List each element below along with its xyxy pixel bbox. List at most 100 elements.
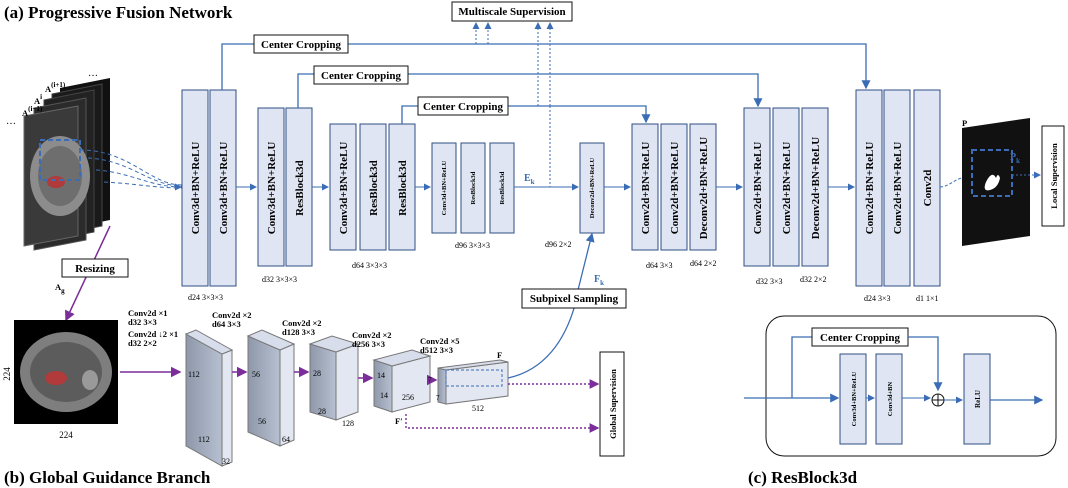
global-slab-3 — [308, 335, 360, 421]
slice-label-prev: A(i−1) — [22, 105, 43, 118]
g1b: d32 3×3 — [128, 317, 157, 327]
block-conv3d-1a: Conv3d+BN+ReLU — [190, 142, 202, 235]
ek-label: Ek — [524, 173, 535, 186]
local-supervision-label: Local Supervision — [1049, 143, 1059, 209]
skip-connections — [221, 43, 871, 124]
block-conv2d-d3a: Conv2d+BN+ReLU — [864, 142, 876, 235]
block-resblock-3a: ResBlock3d — [368, 160, 380, 216]
prediction-map — [962, 118, 1030, 246]
dim-d32-2: d32 2×2 — [800, 275, 827, 284]
center-cropping-2-label: Center Cropping — [321, 70, 401, 82]
slice-label-current: Ai — [34, 93, 42, 106]
panel-c-title: (c) ResBlock3d — [748, 468, 858, 487]
resblock-b3-label: ReLU — [974, 390, 982, 408]
c4-d: 256 — [402, 393, 414, 402]
block-conv3d-1b: Conv3d+BN+ReLU — [218, 142, 230, 235]
block-resblock-2: ResBlock3d — [294, 160, 306, 216]
block-deconv-d1: Deconv2d+BN+ReLU — [698, 137, 710, 239]
block-conv3d-3: Conv3d+BN+ReLU — [338, 142, 350, 235]
resblock-cc-label: Center Cropping — [820, 332, 900, 344]
encoder-stage-3: Conv3d+BN+ReLU ResBlock3d ResBlock3d d64… — [329, 123, 416, 270]
multiscale-supervision-box — [451, 1, 573, 22]
fk-label: Fk — [594, 274, 604, 287]
block-conv2d-d1a: Conv2d+BN+ReLU — [640, 142, 652, 235]
block-conv3d-4: Conv3d+BN+ReLU — [441, 160, 448, 215]
c2-d: 64 — [282, 435, 290, 444]
block-resblock-4a: ResBlock3d — [470, 171, 477, 204]
center-cropping-3-label: Center Cropping — [423, 101, 503, 113]
g2a: Conv2d ×2 — [212, 310, 252, 320]
dim-d1: d1 1×1 — [916, 294, 939, 303]
c1-d: 32 — [222, 457, 230, 466]
global-slab-4 — [372, 349, 432, 413]
g4a: Conv2d ×2 — [352, 330, 392, 340]
center-cropping-3 — [417, 96, 509, 116]
local-supervision-box — [1041, 125, 1065, 227]
global-supervision-label: Global Supervision — [608, 369, 618, 439]
encoder-stage-1: Conv3d+BN+ReLU Conv3d+BN+ReLU d24 3×3×3 — [181, 89, 237, 302]
dim-d32: d32 3×3×3 — [262, 275, 297, 284]
block-conv2d-d2a: Conv2d+BN+ReLU — [752, 142, 764, 235]
center-cropping-1-label: Center Cropping — [261, 39, 341, 51]
resblock-b1-label: Conv3d+BN+ReLU — [851, 371, 858, 426]
ellipsis-top: … — [6, 116, 16, 127]
resblock-b2-label: Conv3d+BN — [887, 381, 894, 416]
block-deconv-1: Deconv2d+BN+ReLU — [589, 157, 596, 218]
c1-h: 112 — [188, 370, 200, 379]
g4b: d256 3×3 — [352, 339, 385, 349]
g1d: d32 2×2 — [128, 338, 157, 348]
panel-b-title: (b) Global Guidance Branch — [4, 468, 211, 487]
c5-w: 7 — [436, 394, 440, 402]
c3-w: 28 — [318, 407, 326, 416]
p-label: P — [962, 118, 967, 128]
F-label: F — [497, 350, 502, 360]
dim-d64-2: d64 2×2 — [690, 259, 717, 268]
block-deconv-d2: Deconv2d+BN+ReLU — [810, 137, 822, 239]
block-conv2d-d2b: Conv2d+BN+ReLU — [781, 142, 793, 235]
dim-d64: d64 3×3×3 — [352, 261, 387, 270]
c3-h: 28 — [313, 369, 321, 378]
center-cropping-2 — [313, 65, 409, 85]
c5-d: 512 — [472, 404, 484, 413]
decoder-stage-2: Conv2d+BN+ReLU Conv2d+BN+ReLU Deconv2d+B… — [743, 107, 829, 286]
slice-label-next: A(i+1) — [45, 81, 66, 94]
global-slab-1 — [184, 329, 234, 467]
multiscale-supervision-label: Multiscale Supervision — [458, 6, 565, 18]
resizing-label: Resizing — [75, 263, 115, 275]
block-conv2d-d3b: Conv2d+BN+ReLU — [892, 142, 904, 235]
img-size-h: 224 — [2, 367, 12, 381]
block-conv3d-2: Conv3d+BN+ReLU — [266, 142, 278, 235]
img-size-w: 224 — [59, 430, 73, 440]
resblock-block-3 — [963, 353, 991, 445]
subpixel-sampling-label: Subpixel Sampling — [530, 293, 619, 305]
resizing-box — [61, 258, 129, 278]
encoder-stage-2: Conv3d+BN+ReLU ResBlock3d d32 3×3×3 — [257, 107, 313, 284]
block-conv2d-out: Conv2d — [922, 170, 934, 207]
resblock-block-2 — [875, 353, 903, 445]
global-slab-2 — [246, 329, 296, 447]
block-resblock-3b: ResBlock3d — [397, 160, 409, 216]
Fprime-label: F′ — [395, 416, 403, 426]
subpixel-sampling-box — [521, 288, 627, 309]
c4-w: 14 — [380, 391, 388, 400]
global-supervision-box — [599, 351, 625, 457]
g5b: d512 3×3 — [420, 345, 453, 355]
decoder-stage-1: Conv2d+BN+ReLU Conv2d+BN+ReLU Deconv2d+B… — [631, 123, 717, 270]
ag-label: Ag — [55, 282, 65, 295]
block-conv2d-d1b: Conv2d+BN+ReLU — [669, 142, 681, 235]
encoder-stage-4: Conv3d+BN+ReLU ResBlock3d ResBlock3d d96… — [431, 142, 515, 250]
g3b: d128 3×3 — [282, 327, 315, 337]
dim-d24: d24 3×3×3 — [188, 293, 223, 302]
g1c: Conv2d ↓2 ×1 — [128, 329, 178, 339]
center-cropping-1 — [253, 34, 349, 54]
c2-w: 56 — [258, 417, 266, 426]
g5a: Conv2d ×5 — [420, 336, 460, 346]
g3a: Conv2d ×2 — [282, 318, 322, 328]
c2-h: 56 — [252, 370, 260, 379]
resblock-panel — [765, 315, 1057, 457]
multiscale-arrows — [472, 22, 554, 187]
dim-d24-3: d24 3×3 — [864, 294, 891, 303]
c1-w: 112 — [198, 435, 210, 444]
decoder-deconv-1: Deconv2d+BN+ReLU d96 2×2 — [545, 142, 605, 249]
